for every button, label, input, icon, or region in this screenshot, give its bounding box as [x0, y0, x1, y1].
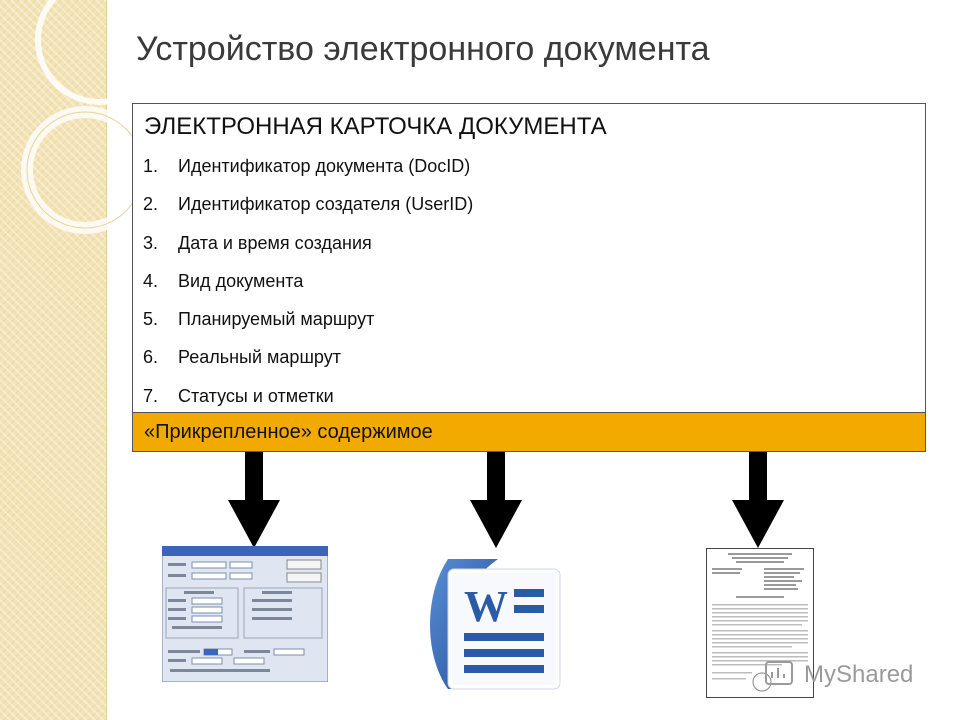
arrow-down-icon — [228, 452, 280, 548]
myshared-logo: MyShared — [765, 661, 913, 688]
list-item: 6.Реальный маршрут — [143, 347, 341, 368]
card-title: ЭЛЕКТРОННАЯ КАРТОЧКА ДОКУМЕНТА — [144, 113, 607, 140]
scanned-document — [706, 548, 814, 698]
attached-content-label: «Прикрепленное» содержимое — [144, 421, 433, 443]
arrow-down-icon — [470, 452, 522, 548]
list-item: 4.Вид документа — [143, 270, 304, 291]
document-card: ЭЛЕКТРОННАЯ КАРТОЧКА ДОКУМЕНТА 1.Идентиф… — [132, 103, 926, 452]
slide-title: Устройство электронного документа — [136, 30, 710, 68]
attached-content-bar: «Прикрепленное» содержимое — [133, 412, 925, 451]
calendar-wizard-dialog — [162, 546, 328, 682]
list-item: 3.Дата и время создания — [143, 232, 372, 253]
list-item: 1.Идентификатор документа (DocID) — [143, 156, 471, 176]
decorative-circles — [21, 0, 140, 234]
list-item: 5.Планируемый маршрут — [143, 309, 375, 330]
watermark-text: MyShared — [804, 661, 913, 688]
arrow-down-icon — [732, 452, 784, 548]
card-items-list: 1.Идентификатор документа (DocID) 2.Иден… — [143, 156, 473, 424]
svg-text:W: W — [464, 582, 508, 631]
list-item: 7.Статусы и отметки — [143, 385, 334, 406]
word-icon: W — [430, 559, 561, 690]
list-item: 2.Идентификатор создателя (UserID) — [143, 194, 474, 215]
